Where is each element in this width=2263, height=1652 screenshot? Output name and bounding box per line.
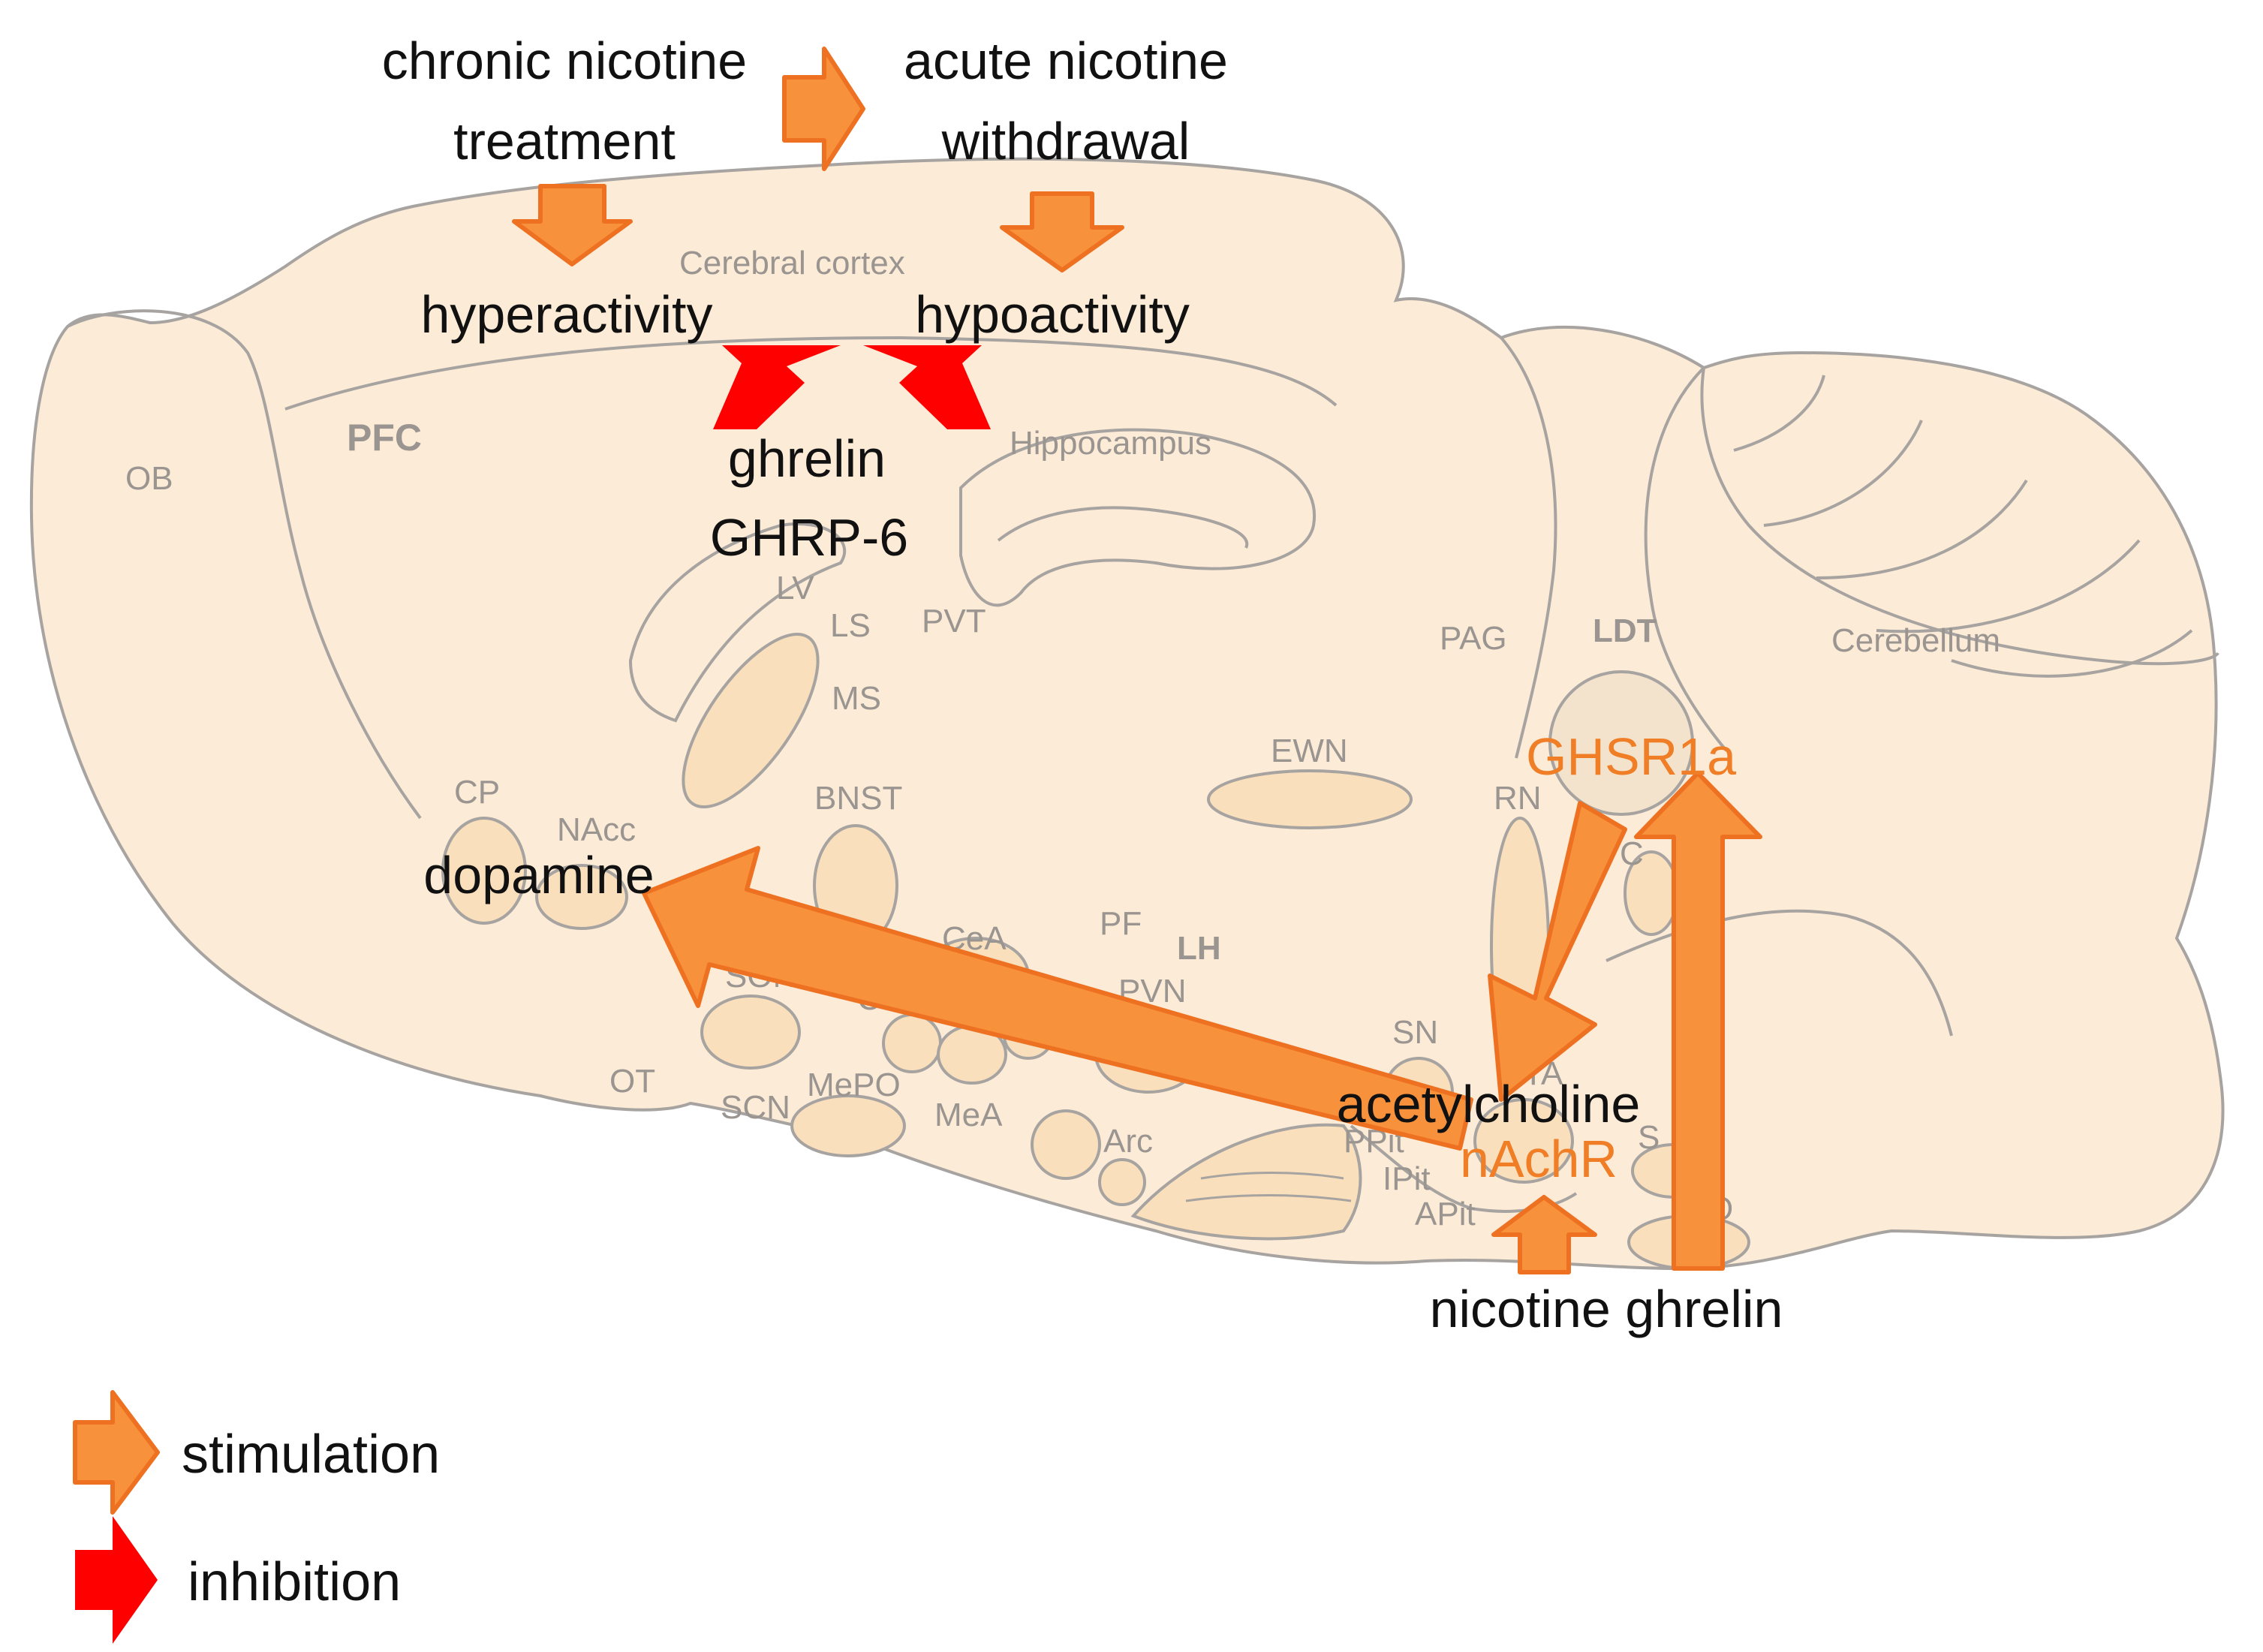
ghsr1a-label: GHSR1a xyxy=(1526,727,1736,786)
vta-nucleus xyxy=(1473,1098,1574,1184)
chronic-to-acute-arrow xyxy=(782,47,865,171)
inhibition-arrows xyxy=(713,345,991,429)
cerebellum-folia-1 xyxy=(1733,375,1825,452)
region-scn: SCN xyxy=(721,1089,790,1126)
ghsr1a-to-nachr-arrow xyxy=(1488,801,1627,1102)
region-pvt: PVT xyxy=(922,603,986,639)
acetylcholine-to-dopamine-arrow xyxy=(642,846,1473,1151)
region-ob: OB xyxy=(125,460,173,497)
pituitary-outline xyxy=(1130,1123,1362,1241)
hippocampus-inner xyxy=(997,506,1249,549)
arc-nucleus xyxy=(1098,1158,1146,1206)
region-hippocampus: Hippocampus xyxy=(1010,425,1211,462)
brainstem-outline xyxy=(1644,366,1728,752)
region-cerebral-cortex: Cerebral cortex xyxy=(679,245,905,281)
son-nucleus xyxy=(700,995,801,1070)
cerebellum-folia-5 xyxy=(1951,629,2193,678)
legend-stimulation-icon xyxy=(73,1390,160,1515)
cerebellum-folia-3 xyxy=(1816,479,2028,579)
acute-down-arrow xyxy=(1000,191,1124,272)
receptor-labels: GHSR1a nAchR xyxy=(1460,727,1736,1188)
region-arc: Arc xyxy=(1103,1123,1153,1160)
region-pf: PF xyxy=(1100,905,1142,942)
hypoactivity-label: hypoactivity xyxy=(915,285,1190,344)
region-lv: LV xyxy=(776,570,814,606)
cerebellum-outline xyxy=(1700,367,2219,666)
region-cerebellum: Cerebellum xyxy=(1831,622,2000,659)
region-mepo: MePO xyxy=(807,1067,901,1103)
ewn-nucleus xyxy=(1207,769,1413,829)
region-lh: LH xyxy=(1177,930,1221,967)
treatment-label: treatment xyxy=(453,112,676,170)
coa-nucleus-1 xyxy=(882,1013,942,1073)
stimulation-arrows xyxy=(512,47,1762,1274)
region-pfc: PFC xyxy=(347,417,422,459)
acute-nicotine-label: acute nicotine xyxy=(904,32,1228,90)
legend-inhibition-label: inhibition xyxy=(188,1552,401,1612)
cp-nucleus xyxy=(441,817,527,925)
region-sn: SN xyxy=(1392,1014,1438,1051)
nacc-nucleus xyxy=(535,864,628,930)
legend: stimulation inhibition xyxy=(73,1390,440,1644)
ghrelin-up-arrow xyxy=(1634,771,1762,1271)
region-ldt: LDT xyxy=(1593,612,1657,649)
lateral-ventricle-outline xyxy=(628,522,847,723)
region-ewn: EWN xyxy=(1271,733,1348,769)
cerebellum-folia-4 xyxy=(1876,539,2141,633)
legend-inhibition-icon xyxy=(75,1516,158,1644)
ghrelin-inhibits-hyperactivity-arrow xyxy=(713,345,841,429)
chronic-down-arrow xyxy=(512,184,633,266)
region-nacc: NAcc xyxy=(557,811,636,848)
ms-nucleus xyxy=(682,633,820,808)
cerebellum-folia-2 xyxy=(1763,420,1923,527)
region-ls: LS xyxy=(830,607,871,644)
region-ipit: IPit xyxy=(1383,1160,1431,1197)
region-pag: PAG xyxy=(1440,620,1507,657)
region-rn: RN xyxy=(1494,780,1542,817)
withdrawal-label: withdrawal xyxy=(941,112,1190,170)
mea-nucleus xyxy=(1031,1109,1101,1180)
region-c: C xyxy=(1620,835,1644,872)
ldt-nucleus xyxy=(1548,670,1694,816)
nachr-label: nAchR xyxy=(1460,1130,1618,1188)
pituitary-layer-2 xyxy=(1185,1194,1352,1202)
acetylcholine-label: acetylcholine xyxy=(1337,1075,1641,1133)
region-mea: MeA xyxy=(934,1097,1003,1133)
main-labels: chronic nicotine treatment acute nicotin… xyxy=(382,32,1783,1338)
ghrelin-label: ghrelin xyxy=(728,429,886,488)
chronic-nicotine-label: chronic nicotine xyxy=(382,32,747,90)
ghrp6-label: GHRP-6 xyxy=(710,508,908,567)
nicotine-up-arrow xyxy=(1491,1195,1597,1274)
cortex-inner-curve xyxy=(284,336,1338,411)
olfactory-bulb-outline xyxy=(67,309,422,820)
ghrelin-inhibits-hypoactivity-arrow xyxy=(863,345,991,429)
pituitary-layer-1 xyxy=(1200,1172,1344,1180)
hyperactivity-label: hyperactivity xyxy=(420,285,712,344)
mepo-nucleus xyxy=(790,1094,906,1157)
dopamine-label: dopamine xyxy=(423,846,654,904)
region-apit: APit xyxy=(1415,1196,1476,1232)
tectum-outline xyxy=(1500,336,1557,759)
hippocampus-outline xyxy=(959,428,1317,607)
legend-stimulation-label: stimulation xyxy=(182,1425,440,1485)
region-ot: OT xyxy=(609,1063,655,1100)
nicotine-ghrelin-label: nicotine ghrelin xyxy=(1430,1280,1783,1338)
region-cp: CP xyxy=(454,774,500,811)
region-bnst: BNST xyxy=(814,780,902,817)
region-ms: MS xyxy=(832,680,881,717)
region-s: S xyxy=(1638,1119,1660,1156)
